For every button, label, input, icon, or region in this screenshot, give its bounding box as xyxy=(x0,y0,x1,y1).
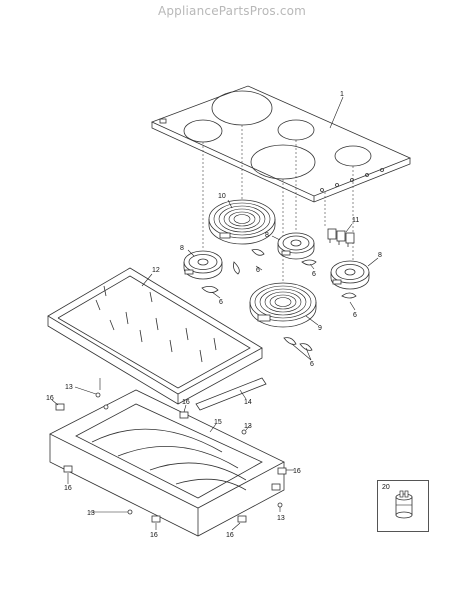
callout-8-left: 8 xyxy=(180,245,184,252)
callout-20: 20 xyxy=(382,484,390,491)
element-support-frame[interactable] xyxy=(47,267,263,405)
callout-11: 11 xyxy=(352,217,359,224)
callout-13-b: 13 xyxy=(244,423,252,430)
callout-6-e: 6 xyxy=(310,361,314,368)
large-coil-element-lower[interactable] xyxy=(249,282,317,328)
callout-numbers: 1 10 11 8 8 8 12 6 6 6 6 6 9 13 13 13 13… xyxy=(46,91,382,539)
screws[interactable] xyxy=(95,392,283,515)
cooktop-glass[interactable] xyxy=(150,85,412,203)
large-surface-element[interactable] xyxy=(208,199,276,245)
burner-box[interactable] xyxy=(49,389,285,537)
callout-16-b: 16 xyxy=(182,399,190,406)
callout-8-center: 8 xyxy=(265,232,269,239)
leader-lines xyxy=(51,96,379,531)
inset-part-20[interactable]: 20 xyxy=(377,480,429,532)
callout-13-a: 13 xyxy=(65,384,73,391)
callout-9: 9 xyxy=(318,325,322,332)
callout-16-c: 16 xyxy=(293,468,301,475)
callout-13-d: 13 xyxy=(277,515,285,522)
callout-16-a: 16 xyxy=(46,395,54,402)
callout-6-a: 6 xyxy=(256,267,260,274)
watermark-text: AppliancePartsPros.com xyxy=(157,4,307,18)
callout-16-d: 16 xyxy=(64,485,72,492)
small-element-center[interactable] xyxy=(277,232,315,260)
small-element-right[interactable] xyxy=(330,260,370,290)
callout-12: 12 xyxy=(152,267,160,274)
callout-8-right: 8 xyxy=(378,252,382,259)
bracket-strip[interactable] xyxy=(195,377,267,411)
callout-16-e: 16 xyxy=(150,532,158,539)
callout-10: 10 xyxy=(218,193,226,200)
element-clips[interactable] xyxy=(201,249,357,351)
infinite-switches[interactable] xyxy=(327,228,355,247)
callout-15: 15 xyxy=(214,419,222,426)
mounting-brackets[interactable] xyxy=(55,403,287,523)
alignment-lines xyxy=(202,125,354,288)
callout-13-c: 13 xyxy=(87,510,95,517)
small-element-left[interactable] xyxy=(183,250,223,280)
callout-6-b: 6 xyxy=(312,271,316,278)
terminal-block-icon xyxy=(395,490,413,519)
callout-16-f: 16 xyxy=(226,532,234,539)
callout-6-d: 6 xyxy=(353,312,357,319)
callout-1: 1 xyxy=(340,91,344,98)
callout-14: 14 xyxy=(244,399,252,406)
callout-6-c: 6 xyxy=(219,299,223,306)
